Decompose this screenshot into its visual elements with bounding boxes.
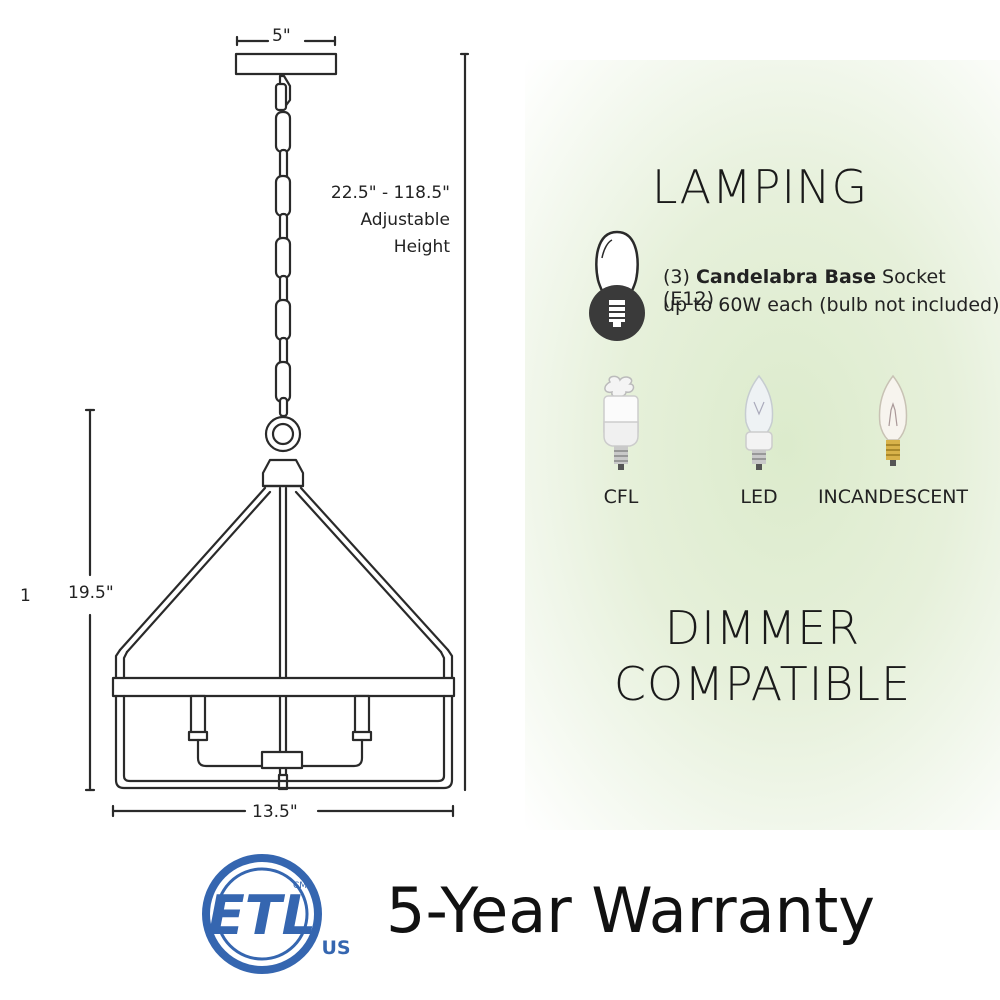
- frame-band: [111, 676, 456, 698]
- etl-listed-logo: ETL CM US: [202, 854, 351, 974]
- etl-logo-letters: ETL: [208, 884, 316, 947]
- lamping-heading: LAMPING: [651, 160, 869, 214]
- stray-mark: 1: [20, 586, 31, 606]
- body-width-dimension: [111, 804, 455, 818]
- chain-range-text: 22.5" - 118.5": [330, 183, 450, 203]
- candle-sockets: [187, 694, 373, 770]
- bulb-label-cfl: CFL: [603, 486, 639, 508]
- etl-logo-cm: CM: [293, 881, 307, 891]
- body-height-label: 19.5": [68, 583, 114, 603]
- chain-height-dimension: [459, 52, 470, 792]
- socket-count: (3): [663, 266, 690, 288]
- canopy-width-dimension: [235, 35, 337, 47]
- dimmer-heading: DIMMER COMPATIBLE: [600, 600, 925, 712]
- top-cap: [261, 458, 305, 488]
- socket-type: Candelabra Base: [695, 266, 876, 288]
- warranty-text: 5-Year Warranty: [386, 874, 875, 947]
- canopy: [234, 52, 338, 76]
- loop-ring: [264, 415, 302, 453]
- chain-height-label: 22.5" - 118.5" Adjustable Height: [300, 180, 450, 261]
- canopy-width-label: 5": [272, 26, 291, 46]
- candelabra-bulb-icon: [589, 230, 645, 341]
- chain-height-text: Height: [393, 237, 450, 257]
- body-width-label: 13.5": [252, 802, 298, 822]
- dimmer-line-2: COMPATIBLE: [613, 657, 912, 711]
- body-height-dimension: [84, 408, 96, 792]
- socket-line: (3) Candelabra Base Socket (E12): [663, 266, 1000, 310]
- chain-adjustable-text: Adjustable: [360, 210, 450, 230]
- bulb-label-led: LED: [740, 486, 778, 508]
- bulb-label-incandescent: INCANDESCENT: [817, 486, 969, 508]
- wattage-line: up to 60W each (bulb not included): [663, 294, 1000, 316]
- frame-arms: [118, 486, 450, 791]
- chain: [274, 74, 292, 418]
- led-bulb-icon: [744, 374, 774, 470]
- etl-logo-us: US: [321, 937, 350, 959]
- dimmer-line-1: DIMMER: [664, 601, 861, 655]
- incandescent-bulb-icon: [878, 374, 908, 466]
- cfl-bulb-icon: [603, 375, 639, 470]
- lower-cage: [114, 694, 454, 790]
- socket-suffix: Socket (E12): [663, 266, 946, 310]
